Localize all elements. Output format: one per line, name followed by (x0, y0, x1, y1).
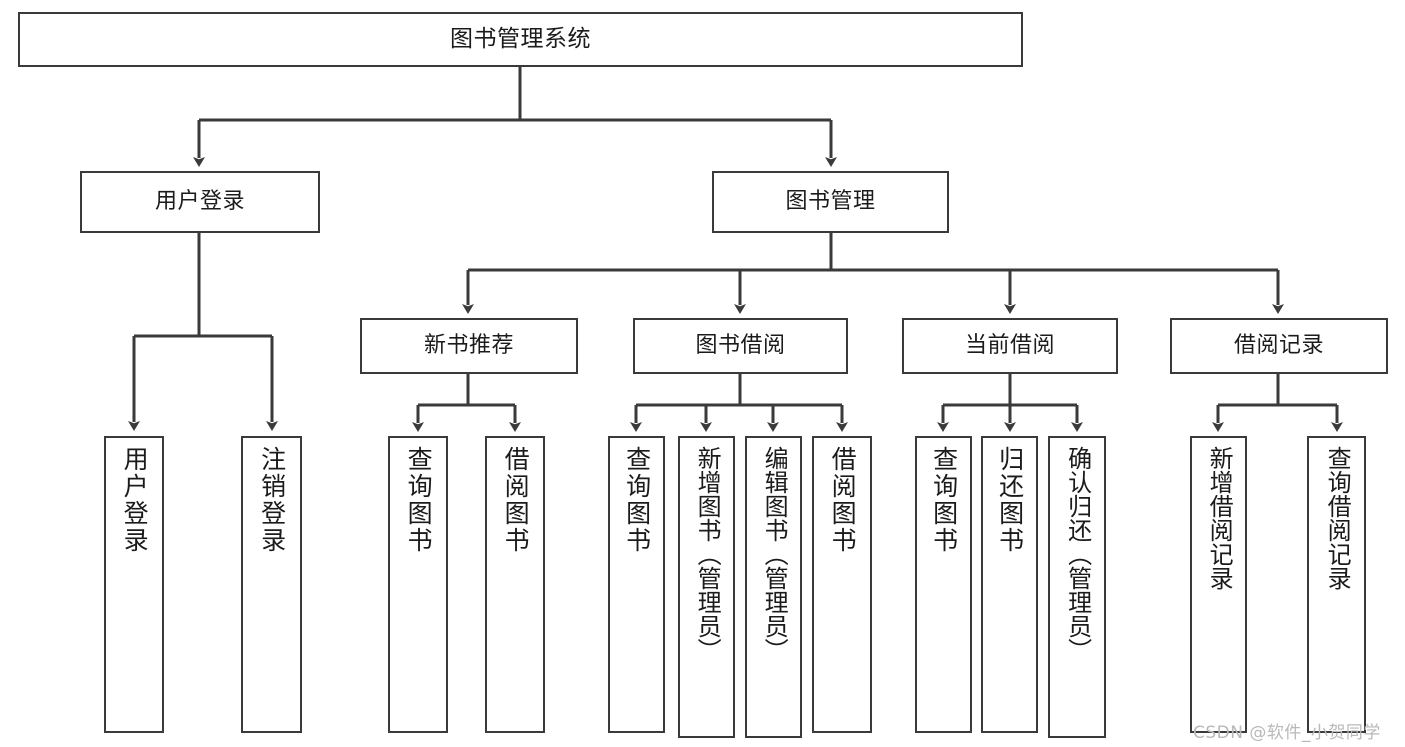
leaf-logout-login[interactable]: 注销登录 (241, 436, 302, 733)
leaf-query-book-current[interactable]: 查询图书 (915, 436, 972, 733)
node-new-book-rec-label: 新书推荐 (423, 333, 514, 359)
node-book-manage-label: 图书管理 (785, 189, 876, 215)
node-new-book-rec[interactable]: 新书推荐 (360, 318, 578, 374)
csdn-watermark: CSDN @软件_小贺同学 (1193, 723, 1381, 743)
node-book-manage[interactable]: 图书管理 (712, 171, 949, 233)
node-borrow-record[interactable]: 借阅记录 (1170, 318, 1388, 374)
node-user-login[interactable]: 用户登录 (80, 171, 320, 233)
leaf-borrow-book-rec-label: 借阅图书 (501, 446, 531, 554)
node-user-login-label: 用户登录 (154, 189, 245, 215)
leaf-add-book[interactable]: 新增图书（管理员） (678, 436, 735, 738)
leaf-user-login[interactable]: 用户登录 (104, 436, 164, 733)
leaf-user-login-label: 用户登录 (120, 446, 150, 554)
leaf-borrow-book-label: 借阅图书 (828, 446, 858, 554)
leaf-query-book-rec[interactable]: 查询图书 (388, 436, 448, 733)
leaf-query-book-borrow-label: 查询图书 (622, 446, 652, 554)
leaf-add-book-label: 新增图书（管理员） (693, 446, 722, 662)
leaf-borrow-book[interactable]: 借阅图书 (812, 436, 872, 733)
leaf-query-book-current-label: 查询图书 (929, 446, 959, 554)
leaf-add-borrow-record[interactable]: 新增借阅记录 (1190, 436, 1247, 733)
leaf-logout-login-label: 注销登录 (257, 446, 287, 554)
leaf-query-book-rec-label: 查询图书 (404, 446, 434, 554)
leaf-return-book[interactable]: 归还图书 (981, 436, 1038, 733)
leaf-query-book-borrow[interactable]: 查询图书 (608, 436, 665, 733)
leaf-edit-book-label: 编辑图书（管理员） (760, 446, 789, 662)
leaf-confirm-return-label: 确认归还（管理员） (1063, 446, 1092, 662)
node-borrow-record-label: 借阅记录 (1233, 333, 1324, 359)
leaf-borrow-book-rec[interactable]: 借阅图书 (485, 436, 545, 733)
leaf-add-borrow-record-label: 新增借阅记录 (1205, 446, 1234, 590)
node-current-borrow[interactable]: 当前借阅 (902, 318, 1118, 374)
node-root-label: 图书管理系统 (450, 25, 591, 52)
leaf-query-borrow-record-label: 查询借阅记录 (1323, 446, 1352, 590)
leaf-edit-book[interactable]: 编辑图书（管理员） (745, 436, 802, 738)
leaf-query-borrow-record[interactable]: 查询借阅记录 (1307, 436, 1366, 733)
node-book-borrow[interactable]: 图书借阅 (633, 318, 848, 374)
node-book-borrow-label: 图书借阅 (695, 333, 786, 359)
node-root[interactable]: 图书管理系统 (18, 12, 1023, 67)
node-current-borrow-label: 当前借阅 (964, 333, 1055, 359)
leaf-return-book-label: 归还图书 (995, 446, 1025, 554)
leaf-confirm-return[interactable]: 确认归还（管理员） (1048, 436, 1106, 738)
